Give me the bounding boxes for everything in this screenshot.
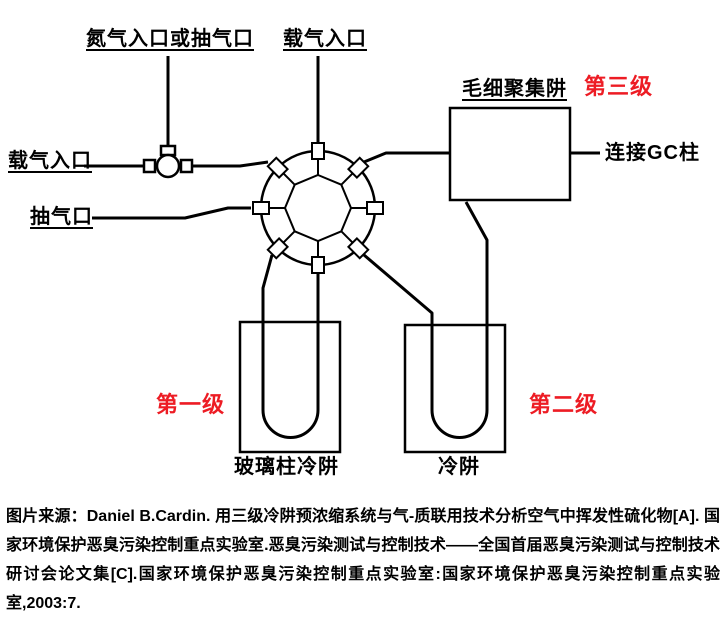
rotary-valve [252,142,384,274]
carrier-inlet-top-label: 载气入口 [283,28,367,50]
figure-source-caption: 图片来源：Daniel B.Cardin. 用三级冷阱预浓缩系统与气-质联用技术… [6,508,720,612]
valve-left-fitting [142,158,157,174]
trap2-box [403,323,507,454]
capillary-trap-box [448,106,572,202]
valve-top-fitting [159,144,177,157]
cold-trap-containers [238,320,507,454]
trap1-box [238,320,342,454]
valve-body [155,153,181,179]
tubing-lines [84,56,600,439]
rotary-valve-port-stems [269,159,367,257]
stage-1-label: 第一级 [156,392,226,417]
glass-column-trap-label: 玻璃柱冷阱 [234,456,339,478]
pump-port-label: 抽气口 [30,206,93,228]
cold-trap-label: 冷阱 [438,456,480,478]
trap2-u-tube [363,201,489,439]
capillary-trap-label: 毛细聚集阱 [462,78,567,100]
stage-3-label: 第三级 [584,74,654,99]
selector-valve [142,144,194,179]
valve-to-port-line [192,160,269,168]
carrier-inlet-left-label: 载气入口 [8,150,92,172]
pump-port-line [92,206,251,220]
nitrogen-inlet-label: 氮气入口或抽气口 [86,28,254,50]
gc-column-label: 连接GC柱 [605,142,700,164]
stage-2-label: 第二级 [529,392,599,417]
valve-right-fitting [179,158,194,174]
trap1-u-tube [261,254,320,439]
rotary-valve-ports [252,142,384,274]
